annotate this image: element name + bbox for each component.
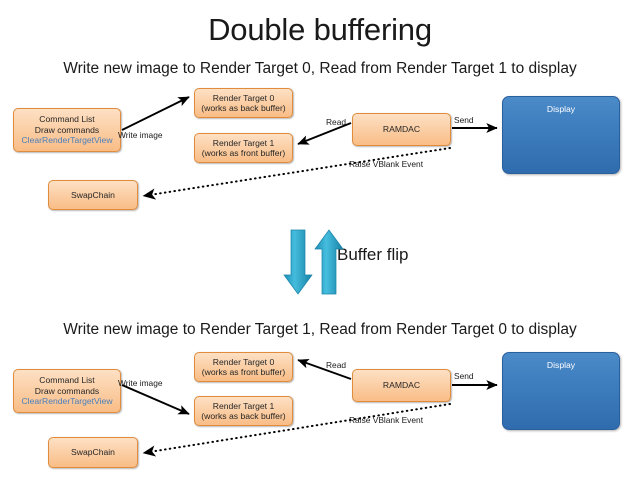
bottom-command-list-line2: Draw commands <box>34 385 100 396</box>
top-write-image-label: Write image <box>118 130 163 140</box>
top-read-label: Read <box>326 117 347 127</box>
bottom-swapchain-box[interactable]: SwapChain <box>48 437 138 468</box>
bottom-rt0-line1: Render Target 0 <box>212 356 275 367</box>
bottom-command-list-box[interactable]: Command List Draw commands ClearRenderTa… <box>13 369 121 413</box>
top-arrow-commandlist-to-rt0 <box>121 96 190 131</box>
bottom-rt1-line2: (works as back buffer) <box>201 411 286 421</box>
bottom-send-label: Send <box>454 371 474 381</box>
bottom-section-caption: Write new image to Render Target 1, Read… <box>63 321 577 338</box>
top-rt1-line1: Render Target 1 <box>212 137 275 148</box>
bottom-arrow-commandlist-to-rt1 <box>121 384 190 415</box>
bottom-command-list-line1: Command List <box>39 375 95 386</box>
top-ramdac-box[interactable]: RAMDAC <box>352 113 451 146</box>
buffer-flip-label: Buffer flip <box>337 245 409 264</box>
top-vblank-label: Raise VBlank Event <box>349 159 424 169</box>
bottom-render-target-0-box[interactable]: Render Target 0 (works as front buffer) <box>194 352 293 382</box>
bottom-display-box[interactable]: Display <box>502 352 620 430</box>
bottom-rt1-line1: Render Target 1 <box>212 400 275 411</box>
buffer-flip-down-arrow <box>283 229 313 295</box>
bottom-arrow-vblank-to-swapchain <box>142 403 451 457</box>
bottom-write-image-label: Write image <box>118 378 163 388</box>
top-display-box[interactable]: Display <box>502 96 620 174</box>
bottom-read-label: Read <box>326 360 347 370</box>
top-render-target-1-box[interactable]: Render Target 1 (works as front buffer) <box>194 133 293 163</box>
bottom-command-list-line3: ClearRenderTargetView <box>21 396 113 407</box>
top-swapchain-label: SwapChain <box>71 189 115 200</box>
top-rt0-line2: (works as back buffer) <box>201 103 286 113</box>
bottom-rt0-line2: (works as front buffer) <box>201 367 286 377</box>
top-rt1-line2: (works as front buffer) <box>201 148 286 158</box>
top-command-list-box[interactable]: Command List Draw commands ClearRenderTa… <box>13 108 121 152</box>
bottom-swapchain-label: SwapChain <box>71 447 115 458</box>
top-swapchain-box[interactable]: SwapChain <box>48 180 138 210</box>
top-render-target-0-box[interactable]: Render Target 0 (works as back buffer) <box>194 88 293 118</box>
top-arrow-vblank-to-swapchain <box>142 147 451 200</box>
bottom-ramdac-box[interactable]: RAMDAC <box>352 369 451 402</box>
bottom-ramdac-label: RAMDAC <box>382 380 421 391</box>
bottom-display-label: Display <box>546 360 576 370</box>
top-command-list-line1: Command List <box>39 114 95 125</box>
top-section-caption: Write new image to Render Target 0, Read… <box>63 60 577 77</box>
top-command-list-line3: ClearRenderTargetView <box>21 135 113 146</box>
top-rt0-line1: Render Target 0 <box>212 92 275 103</box>
bottom-render-target-1-box[interactable]: Render Target 1 (works as back buffer) <box>194 396 293 426</box>
top-ramdac-label: RAMDAC <box>382 124 421 135</box>
page-title: Double buffering <box>208 12 432 47</box>
top-display-label: Display <box>546 104 576 114</box>
bottom-vblank-label: Raise VBlank Event <box>349 415 424 425</box>
top-send-label: Send <box>454 115 474 125</box>
top-command-list-line2: Draw commands <box>34 124 100 135</box>
